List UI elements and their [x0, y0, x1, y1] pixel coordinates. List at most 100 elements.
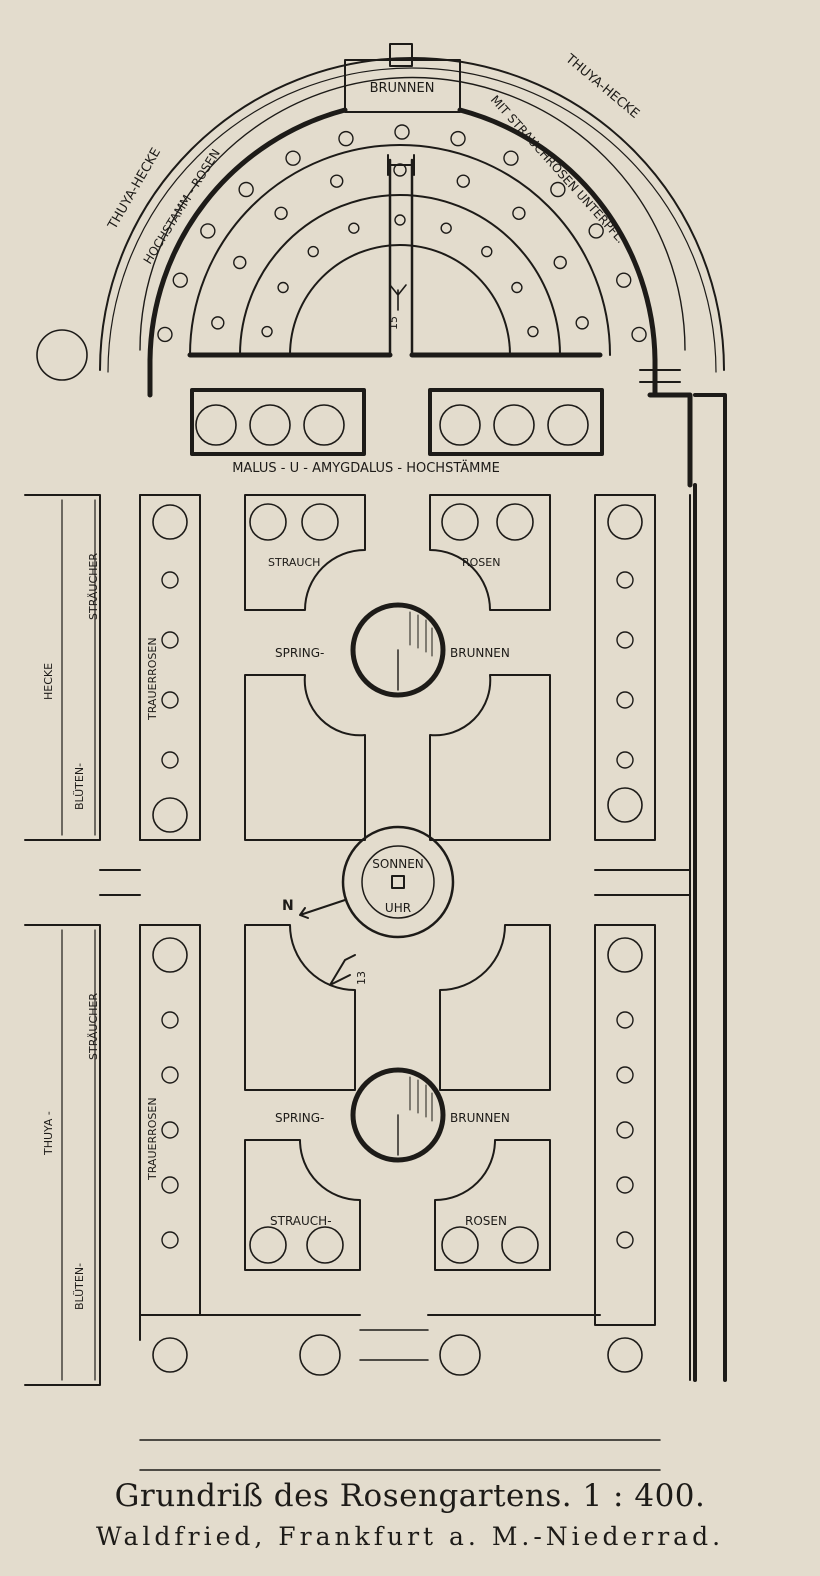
trauerrose-plant	[161, 1011, 179, 1029]
brunnen-top-basin	[344, 59, 461, 113]
tree-malus-1	[195, 404, 237, 446]
rose-plant	[616, 1176, 634, 1194]
hochstamm-plant	[503, 150, 519, 166]
hochstamm-plant	[338, 130, 354, 147]
label-uhr: UHR	[385, 901, 411, 915]
hochstamm-plant	[588, 223, 604, 239]
rose-plant	[616, 571, 634, 589]
semicircle-bed-mid	[239, 194, 561, 356]
trauerrosen-bed-lower	[139, 924, 201, 1316]
semicircle-plant	[456, 174, 470, 188]
hochstamm-plant	[450, 130, 466, 147]
trauerrose-plant	[161, 751, 179, 769]
tree-trauer-2	[152, 797, 188, 833]
label-sonnen: SONNEN	[372, 857, 424, 871]
label-bluten-upper: BLÜTEN-	[73, 763, 86, 810]
outer-hedge-arc-inner	[107, 67, 717, 373]
sundial-inner	[361, 845, 435, 919]
semicircle-plant	[277, 281, 289, 294]
label-straucher-upper: STRÄUCHER	[87, 553, 100, 620]
tree-trauer-1	[152, 504, 188, 540]
rose-plant	[616, 1011, 634, 1029]
label-thuya-hecke-right: THUYA-HECKE	[562, 51, 642, 122]
bluten-strip-lower	[61, 929, 96, 1381]
springbrunnen-lower	[350, 1067, 446, 1163]
semicircle-divider	[388, 158, 414, 357]
shrub-ul-2	[301, 503, 339, 541]
tree-malus-2	[249, 404, 291, 446]
trauerrose-plant	[161, 631, 179, 649]
label-viewpoint-15: 15	[387, 316, 400, 330]
sundial-outer	[341, 825, 455, 939]
strauch-bed-ul	[244, 494, 366, 611]
rose-plant	[616, 1066, 634, 1084]
brunnen-top-box	[389, 43, 413, 67]
view-arrow-13	[329, 954, 356, 986]
tree-malus-3	[303, 404, 345, 446]
rose-plant	[616, 631, 634, 649]
shrub-ll-2	[306, 1226, 344, 1264]
strauch-bed-lm	[244, 924, 356, 1091]
trauerrose-plant	[161, 1176, 179, 1194]
shrub-ur-2	[496, 503, 534, 541]
tree-malus-6	[547, 404, 589, 446]
caption-title: Grundriß des Rosengartens. 1 : 400.	[114, 1478, 706, 1514]
semicircle-plant	[394, 214, 406, 226]
rosen-bed-ur	[429, 494, 551, 611]
hochstamm-plant	[631, 326, 647, 343]
shrub-ur-1	[441, 503, 479, 541]
hochstamm-plant	[550, 181, 566, 198]
caption-subtitle: Waldfried, Frankfurt a. M.-Niederrad.	[95, 1522, 725, 1551]
rose-plant	[616, 1231, 634, 1249]
hochstamm-plant	[200, 223, 216, 239]
strauch-bed-ml	[244, 674, 366, 841]
semicircle-plant	[527, 325, 539, 338]
malus-bed-right	[428, 388, 604, 456]
label-spring-lower: SPRING-	[275, 1111, 324, 1125]
right-hedge-wall	[647, 392, 693, 488]
bottom-hedge	[139, 1439, 661, 1471]
tree-malus-5	[493, 404, 535, 446]
tree-trauer-3	[152, 937, 188, 973]
shrub-ll-1	[249, 1226, 287, 1264]
label-mit-strauchrosen: MIT STRAUCHROSEN UNTERPFL.	[488, 93, 628, 246]
semicircle-bed-outer	[189, 144, 611, 356]
malus-bed-left	[190, 388, 366, 456]
semicircle-plant	[511, 281, 523, 294]
semicircle-plant	[553, 255, 567, 270]
gate-top	[387, 154, 415, 176]
shrub-lr-1	[441, 1226, 479, 1264]
tree-right-3	[607, 937, 643, 973]
semicircle-plant	[274, 206, 288, 220]
label-straucher-lower: STRÄUCHER	[87, 993, 100, 1060]
label-thuya: THUYA -	[42, 1111, 55, 1156]
trauerrose-plant	[161, 571, 179, 589]
label-bluten-lower: BLÜTEN-	[73, 1263, 86, 1310]
right-hedge	[693, 393, 727, 1382]
right-rose-bed-lower	[594, 924, 656, 1326]
label-rosen-lower: ROSEN	[465, 1214, 507, 1228]
trauerrosen-bed-upper	[139, 494, 201, 841]
strauch-bed-ll	[244, 1139, 361, 1271]
tree-apse-left	[36, 329, 88, 381]
tree-malus-4	[439, 404, 481, 446]
gate-right-mid	[594, 869, 691, 896]
semicircle-plant	[330, 174, 344, 188]
label-spring-upper: SPRING-	[275, 646, 324, 660]
hochstamm-plant	[238, 181, 254, 198]
tree-bottom-1	[439, 1334, 481, 1376]
sundial-gnomon	[391, 875, 405, 889]
tree-right-2	[607, 787, 643, 823]
label-thuya-hecke-left: THUYA-HECKE	[105, 145, 164, 232]
label-viewpoint-13: 13	[355, 971, 368, 985]
rosen-bed-lr	[434, 1139, 551, 1271]
semicircle-plant	[481, 245, 493, 258]
gate-left-mid	[99, 869, 141, 896]
tree-right-1	[607, 504, 643, 540]
trauerrose-plant	[161, 691, 179, 709]
hochstamm-plant	[172, 272, 188, 288]
label-hecke: HECKE	[42, 663, 55, 700]
shrub-lr-2	[501, 1226, 539, 1264]
semicircle-plant	[233, 255, 247, 270]
